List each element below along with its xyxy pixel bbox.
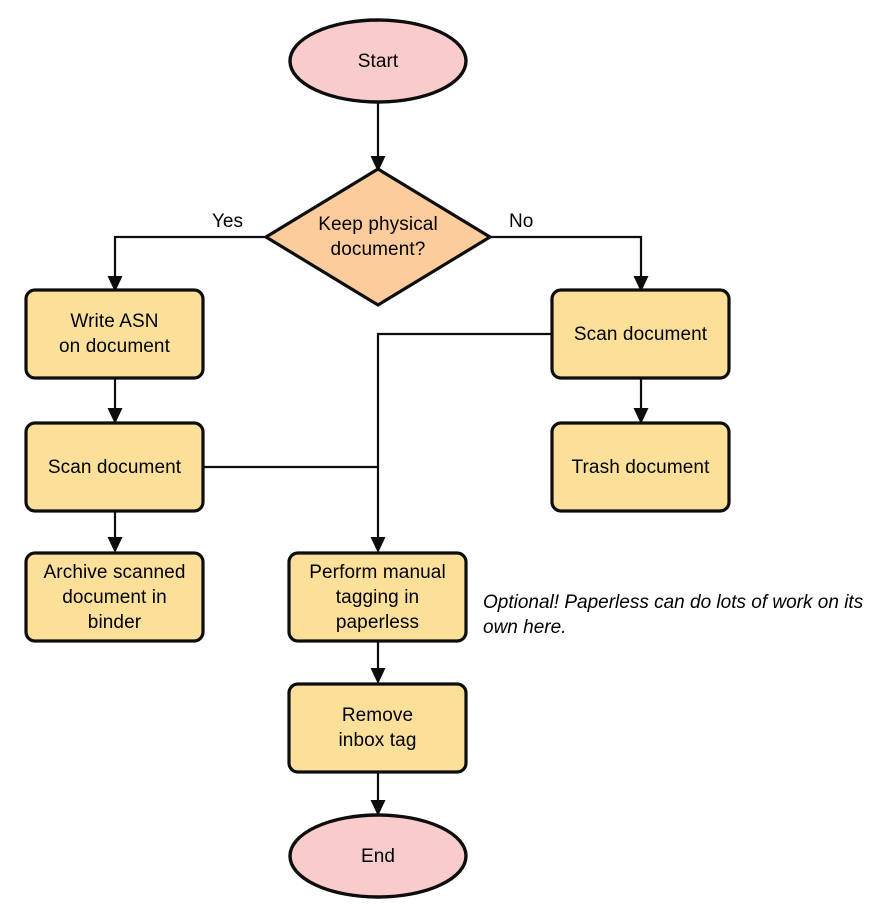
optional-note: Optional! Paperless can do lots of work … bbox=[483, 592, 864, 638]
edge-tagging-to-remove-inbox-tag bbox=[370, 641, 386, 684]
edge-scan-right-to-trash bbox=[633, 378, 649, 424]
node-shape-remove-inbox-tag[interactable] bbox=[287, 682, 468, 774]
edge-scan-left-to-archive bbox=[107, 512, 123, 553]
node-shape-end[interactable] bbox=[288, 813, 468, 899]
node-shape-perform-manual-tagging[interactable] bbox=[287, 551, 468, 643]
node-shape-scan-document-left[interactable] bbox=[24, 421, 205, 513]
edge-remove-inbox-tag-to-end bbox=[370, 772, 386, 816]
node-shape-write-asn[interactable] bbox=[24, 288, 205, 380]
edge-decision-yes-to-write-asn bbox=[107, 235, 265, 292]
edge-write-asn-to-scan-left bbox=[107, 378, 123, 424]
edge-label-yes: Yes bbox=[212, 211, 243, 232]
edge-scan-right-to-tagging bbox=[370, 332, 552, 553]
node-shape-scan-document-right[interactable] bbox=[550, 288, 731, 380]
edge-start-to-decision bbox=[370, 102, 386, 172]
node-shape-trash-document[interactable] bbox=[550, 421, 731, 513]
node-shape-archive-scanned-document[interactable] bbox=[24, 551, 205, 643]
edge-decision-no-to-scan-right bbox=[491, 235, 649, 292]
node-shape-start[interactable] bbox=[288, 18, 468, 104]
edge-label-no: No bbox=[509, 211, 534, 232]
node-shape-keep-physical-document[interactable] bbox=[264, 167, 492, 307]
